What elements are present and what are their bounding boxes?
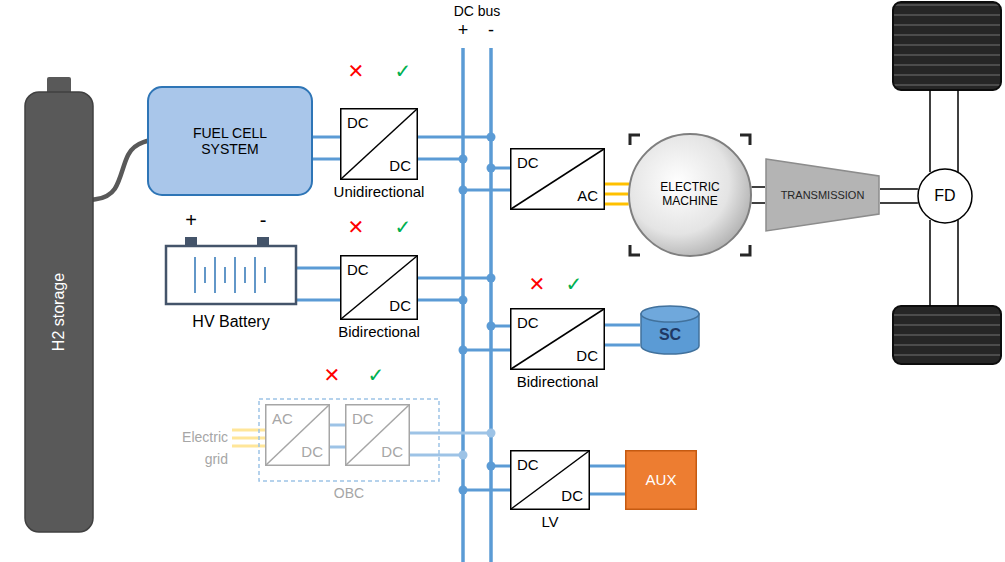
- phase-wire: [605, 184, 629, 204]
- dcdc-converter-label: DC: [347, 114, 369, 131]
- hydrogen-hose: [91, 141, 147, 200]
- status-mark: ✕: [324, 364, 341, 387]
- inverter-box-label: DC: [517, 154, 539, 171]
- status-mark: ✓: [368, 364, 385, 387]
- dcdc-converter-label: LV: [541, 513, 558, 530]
- grid-wires: [232, 430, 265, 446]
- status-mark: ✓: [395, 216, 412, 239]
- connector-stroke: [880, 188, 918, 190]
- source-label: Electric grid: [166, 426, 228, 470]
- shaft-line: [751, 187, 765, 203]
- onboard-charger-label: OBC: [334, 485, 364, 501]
- bus-junctions: [459, 133, 496, 495]
- wheel-axle: [893, 2, 1001, 364]
- connector-stroke: [297, 299, 340, 302]
- electric-machine-label: ELECTRIC MACHINE: [648, 181, 732, 209]
- transmission-box-label: TRANSMISSION: [781, 189, 865, 202]
- shaft-line: [880, 189, 918, 203]
- power-wire: [605, 325, 640, 345]
- supercapacitor-label: SC: [659, 326, 681, 344]
- onboard-charger: OBCACDCDCDC: [258, 398, 440, 482]
- hv-battery-label: +: [185, 209, 197, 232]
- connector-stroke: [605, 344, 640, 347]
- connector-stroke: [297, 267, 340, 270]
- connector-stroke: [313, 158, 340, 161]
- dcdc-converter-label: Unidirectional: [334, 183, 425, 200]
- connector-stroke: [605, 203, 629, 206]
- bus-label: DC bus: [454, 3, 501, 19]
- acdc-converter-label: DC: [301, 443, 323, 460]
- auxiliary-box-label: AUX: [646, 471, 677, 488]
- status-mark: ✓: [395, 60, 412, 83]
- status-mark: ✕: [529, 273, 546, 296]
- connector-stroke: [751, 202, 765, 204]
- acdc-converter: AC DC: [265, 404, 330, 466]
- dcdc-converter-label: DC: [389, 157, 411, 174]
- dcdc-converter-label: Bidirectional: [338, 323, 420, 340]
- connector-stroke: [605, 324, 640, 327]
- dcdc-converter-label: DC: [517, 456, 539, 473]
- connector-stroke: [605, 193, 628, 196]
- hv-battery-label: -: [260, 209, 267, 232]
- dcdc-converter-label: DC: [389, 297, 411, 314]
- connector-stroke: [590, 493, 625, 496]
- dcdc-converter: DCDCLV: [510, 450, 590, 510]
- dcdc-converter-label: DC: [517, 314, 539, 331]
- power-wire: [313, 137, 340, 159]
- dcdc-converter: DC DC: [345, 404, 410, 466]
- hv-battery: +-HV Battery: [165, 245, 297, 305]
- final-drive: FD: [917, 168, 973, 224]
- connector-stroke: [605, 183, 629, 186]
- dcdc-converter-label: Bidirectional: [517, 373, 599, 390]
- hydrogen-tank: H2 storage: [25, 92, 93, 532]
- connector-stroke: [590, 465, 625, 468]
- power-wire: [330, 425, 345, 447]
- inverter-box-label: AC: [577, 187, 598, 204]
- dcdc-converter: DCDCBidirectional: [340, 255, 418, 320]
- dc-bus: [463, 48, 491, 562]
- dcdc-converter: DCDCUnidirectional: [340, 108, 418, 180]
- connector-stroke: [751, 186, 765, 188]
- supercapacitor: SC: [640, 305, 700, 355]
- hydrogen-tank-label: H2 storage: [50, 273, 68, 351]
- inverter-box: DC AC: [510, 148, 605, 210]
- status-mark: ✕: [348, 60, 365, 83]
- status-mark: ✕: [348, 216, 365, 239]
- acdc-converter-label: AC: [272, 410, 293, 427]
- bus-label: +: [458, 20, 469, 41]
- power-wire: [590, 466, 625, 494]
- electric-machine: ELECTRIC MACHINE: [628, 133, 752, 257]
- dcdc-converter-label: DC: [576, 347, 598, 364]
- hv-battery-outline: [165, 245, 297, 305]
- dcdc-converter-label: DC: [347, 261, 369, 278]
- fuel-cell-box-label: FUEL CELL SYSTEM: [180, 125, 280, 157]
- connector-stroke: [880, 202, 918, 204]
- final-drive-label: FD: [934, 187, 955, 205]
- bus-label: -: [488, 20, 494, 41]
- connector-stroke: [330, 446, 345, 449]
- bus-wires: [410, 137, 510, 490]
- power-wire: [297, 268, 340, 300]
- status-mark: ✓: [566, 273, 583, 296]
- transmission-box: TRANSMISSION: [765, 158, 880, 232]
- connector-stroke: [313, 136, 340, 139]
- dcdc-converter-label: DC: [352, 410, 374, 427]
- dcdc-converter: DCDCBidirectional: [510, 308, 605, 370]
- connector-stroke: [330, 424, 345, 427]
- fuel-cell-box: FUEL CELL SYSTEM: [147, 86, 313, 196]
- dcdc-converter-label: DC: [381, 443, 403, 460]
- connector-stroke: [91, 141, 147, 200]
- hv-battery-label: HV Battery: [192, 313, 269, 331]
- auxiliary-box: AUX: [625, 450, 697, 510]
- dcdc-converter-label: DC: [561, 487, 583, 504]
